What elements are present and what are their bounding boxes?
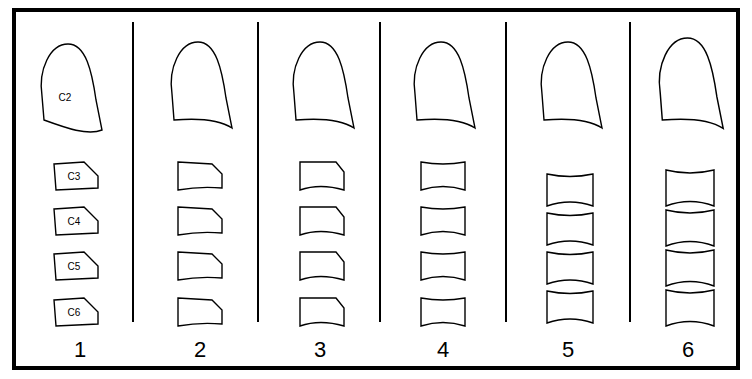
stage-number: 3 <box>314 339 326 361</box>
stage-number: 4 <box>437 339 449 361</box>
vertebra-label: C2 <box>59 93 72 103</box>
stage-number: 6 <box>682 339 694 361</box>
stage-number: 1 <box>74 339 86 361</box>
vertebra-body: C5 <box>52 250 100 282</box>
vertebra-path <box>54 252 98 280</box>
vertebra-outlines <box>133 22 723 326</box>
vertebra-path <box>54 298 98 326</box>
vertebra-path <box>54 207 98 235</box>
vertebra-label: C3 <box>68 172 81 182</box>
vertebra-body: C4 <box>52 205 100 237</box>
vertebra-body: C3 <box>52 160 100 192</box>
vertebra-body: C6 <box>52 296 100 328</box>
vertebra-label: C6 <box>68 308 81 318</box>
vertebra-label: C5 <box>68 262 81 272</box>
vertebra-body: C2 <box>38 42 104 136</box>
stage-number: 5 <box>562 339 574 361</box>
stage-number: 2 <box>194 339 206 361</box>
vertebra-outline <box>38 42 104 136</box>
vertebra-path <box>54 162 98 190</box>
vertebra-path <box>41 44 102 132</box>
vertebra-label: C4 <box>68 217 81 227</box>
